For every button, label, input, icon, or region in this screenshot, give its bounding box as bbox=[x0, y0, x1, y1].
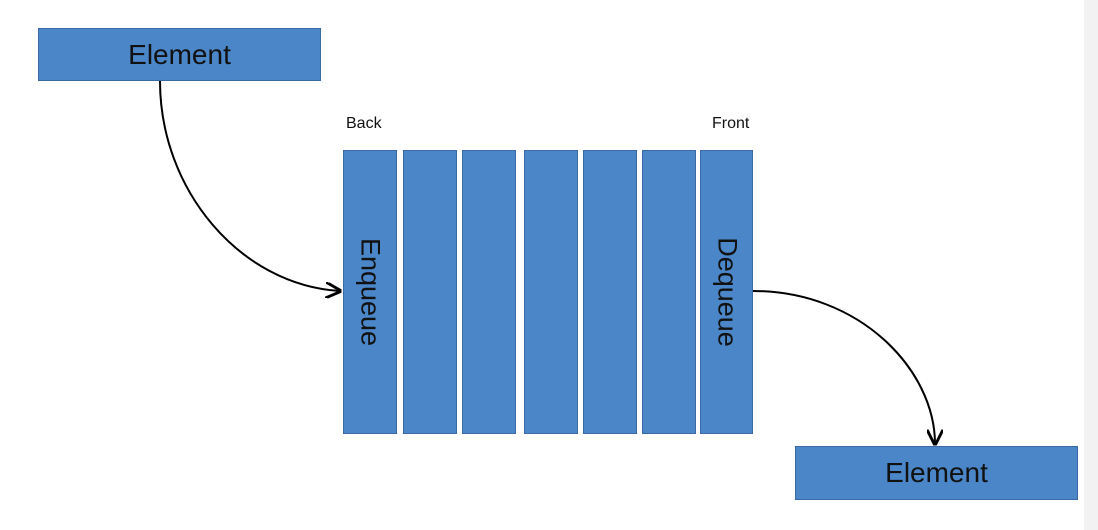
enqueue-label: Enqueue bbox=[355, 237, 386, 347]
element-out-box: Element bbox=[795, 446, 1078, 500]
queue-slot bbox=[583, 150, 637, 434]
queue-slot bbox=[642, 150, 696, 434]
back-label: Back bbox=[346, 115, 382, 132]
queue-slot-back: Enqueue bbox=[343, 150, 397, 434]
element-out-label: Element bbox=[885, 457, 988, 488]
queue-slot-front: Dequeue bbox=[700, 150, 753, 434]
dequeue-label: Dequeue bbox=[712, 237, 742, 347]
queue-slot bbox=[403, 150, 457, 434]
enqueue-arrow bbox=[159, 80, 340, 291]
element-in-box: Element bbox=[38, 28, 321, 81]
queue-slot bbox=[524, 150, 578, 434]
queue-slot bbox=[462, 150, 516, 434]
dequeue-arrow bbox=[752, 290, 935, 444]
element-in-label: Element bbox=[128, 38, 231, 70]
front-label: Front bbox=[712, 115, 750, 132]
right-edge-strip bbox=[1084, 0, 1098, 530]
